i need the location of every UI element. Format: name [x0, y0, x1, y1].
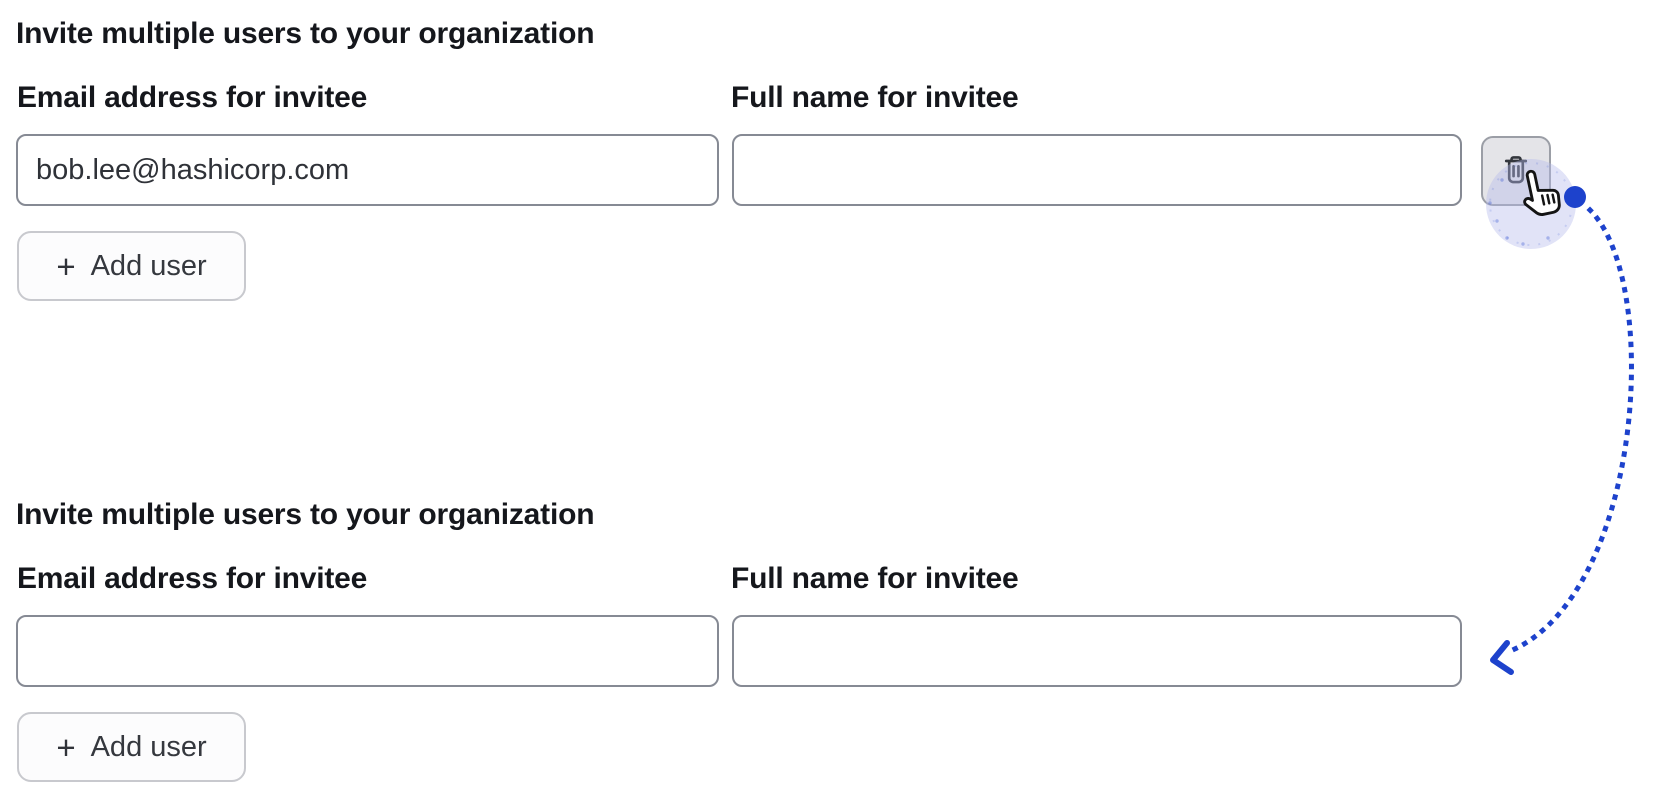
action-origin-dot — [1564, 186, 1586, 208]
form-heading: Invite multiple users to your organizati… — [16, 17, 595, 50]
form-heading: Invite multiple users to your organizati… — [16, 498, 595, 531]
name-label: Full name for invitee — [731, 81, 1019, 114]
delete-row-button[interactable] — [1481, 136, 1551, 206]
email-label: Email address for invitee — [17, 81, 368, 114]
add-user-button[interactable]: + Add user — [17, 231, 246, 301]
full-name-input[interactable] — [732, 615, 1462, 687]
arrowhead-icon — [1490, 640, 1514, 675]
trash-icon — [1499, 154, 1533, 188]
full-name-input[interactable] — [732, 134, 1462, 206]
email-label: Email address for invitee — [17, 562, 368, 595]
name-label: Full name for invitee — [731, 562, 1019, 595]
plus-icon: + — [56, 247, 76, 285]
add-user-label: Add user — [90, 730, 207, 763]
plus-icon: + — [56, 728, 76, 766]
dotted-arrow-path — [1504, 206, 1634, 656]
add-user-button[interactable]: + Add user — [17, 712, 246, 782]
email-input[interactable] — [16, 615, 719, 687]
email-input[interactable] — [16, 134, 719, 206]
add-user-label: Add user — [90, 249, 207, 282]
